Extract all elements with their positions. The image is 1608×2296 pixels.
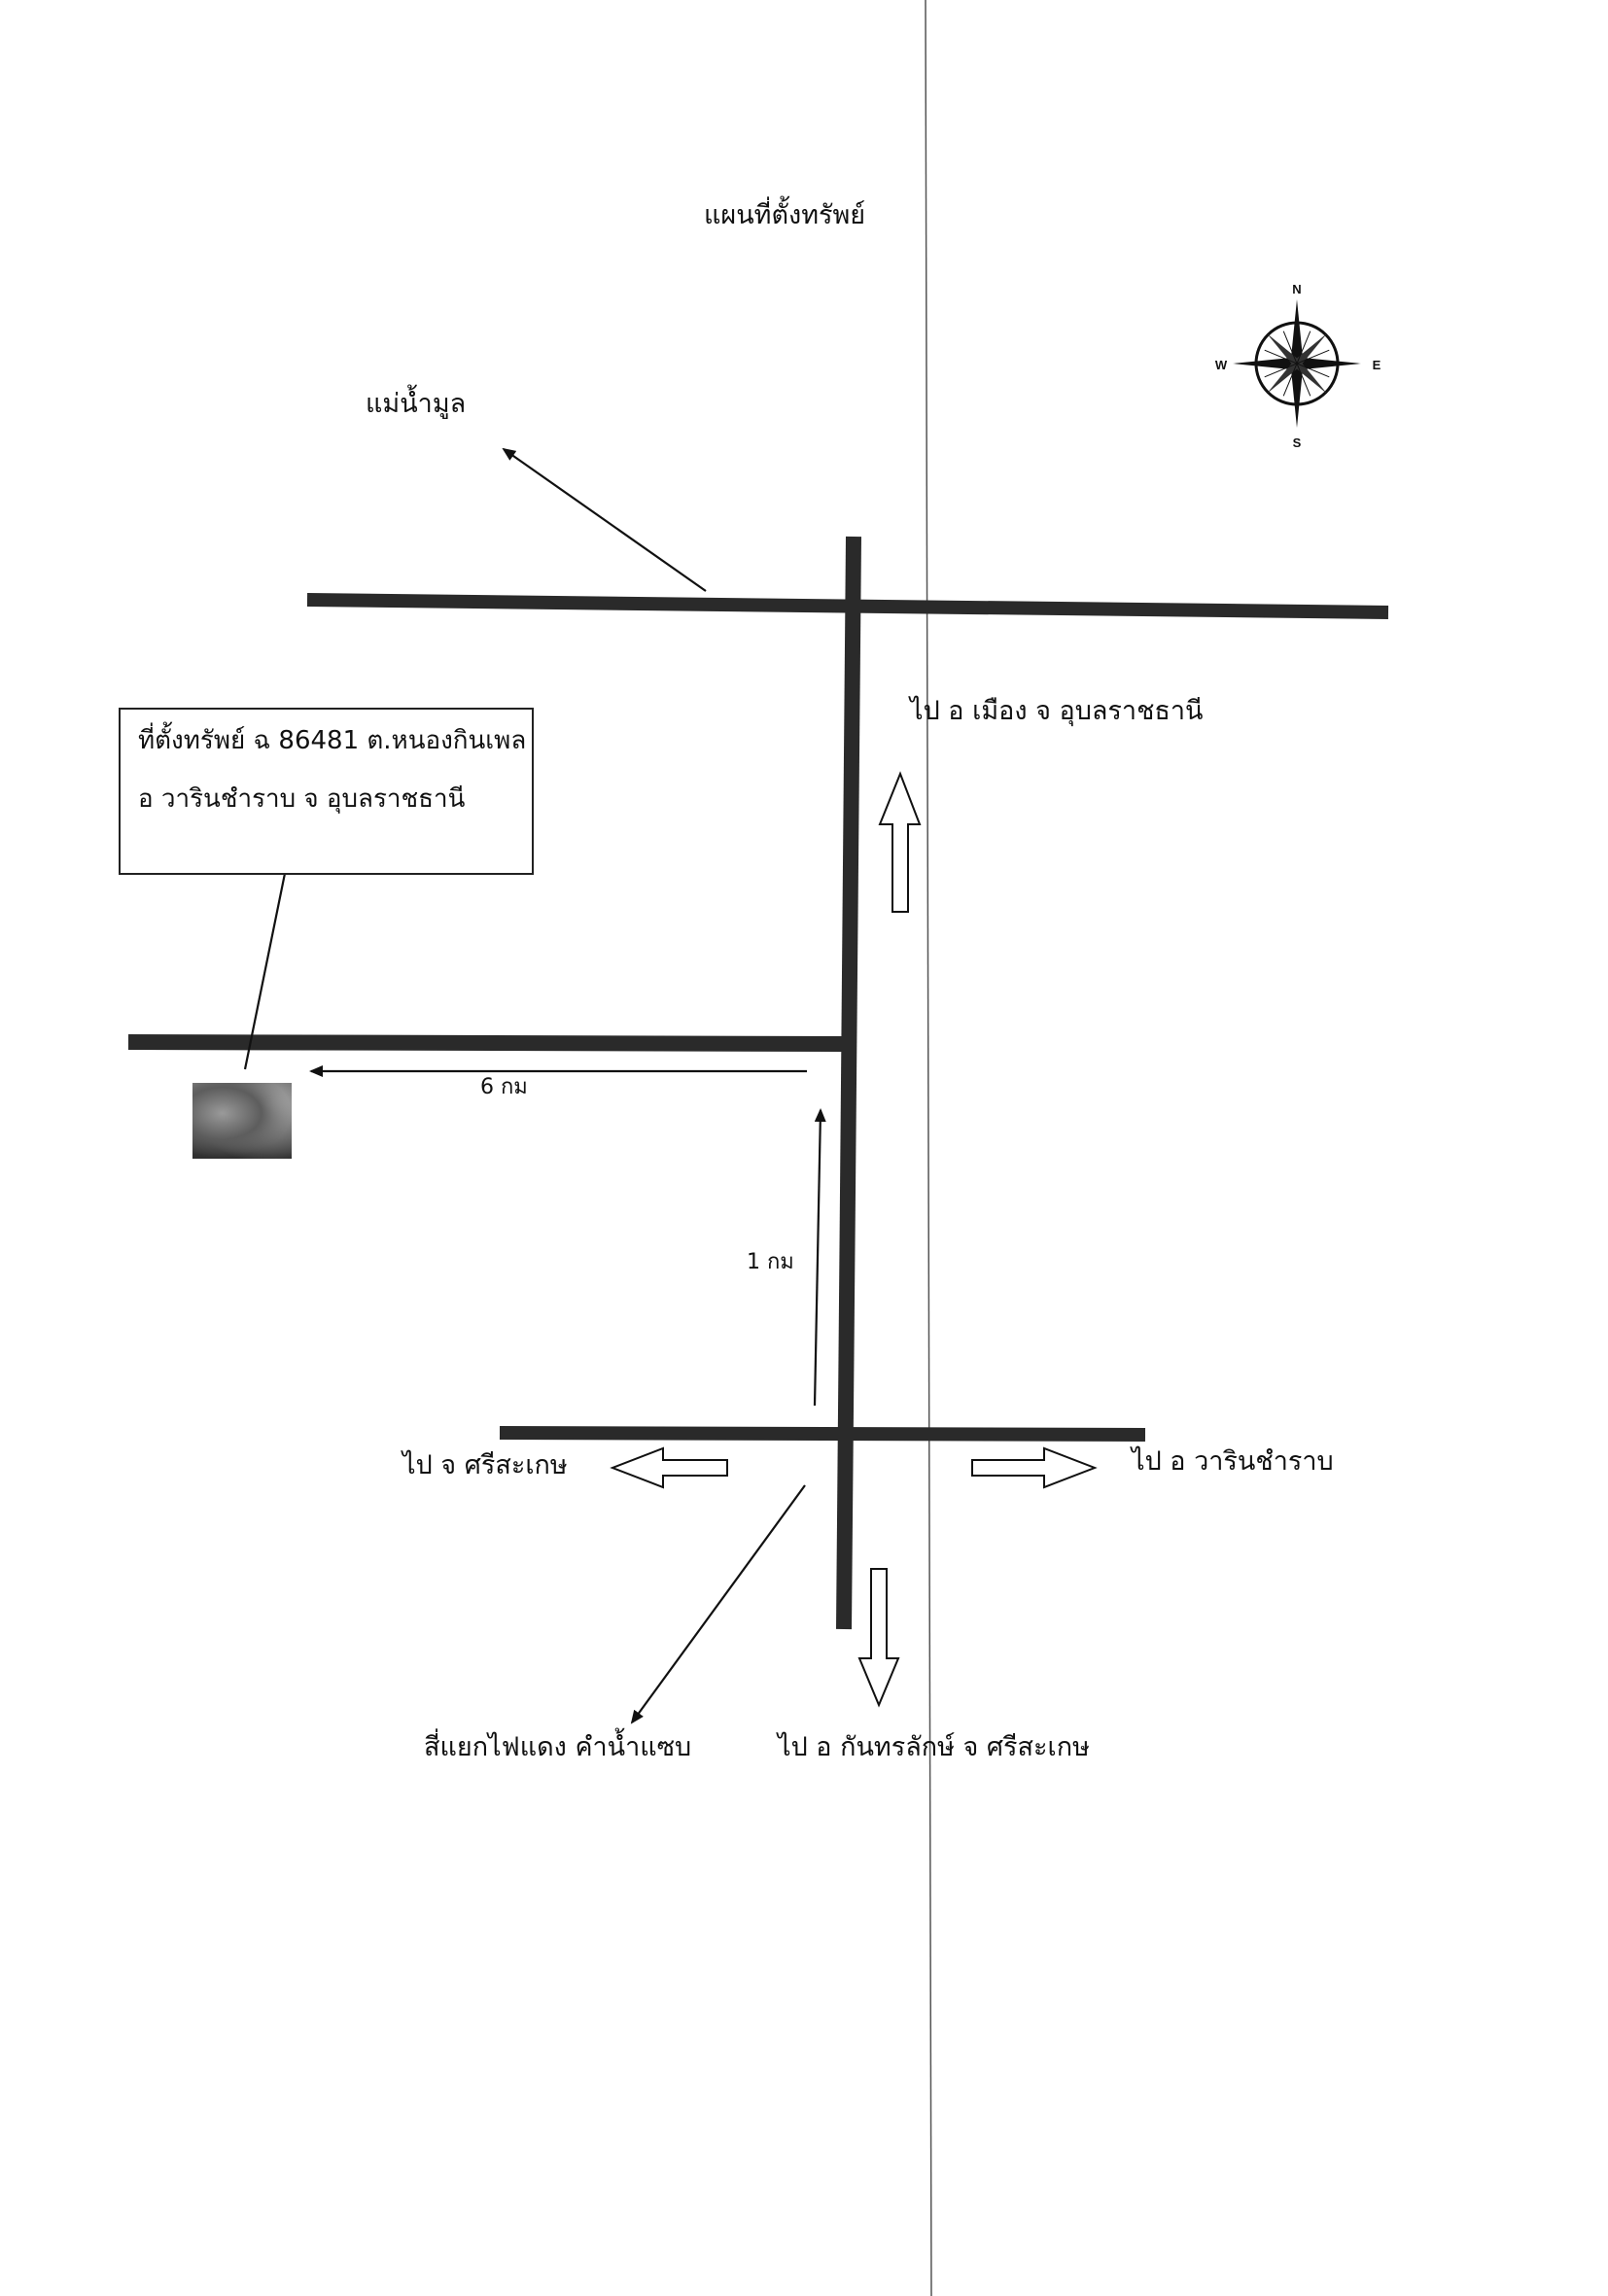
to-mueang-label: ไป อ เมือง จ อุบลราชธานี bbox=[910, 696, 1204, 726]
compass-rose: N S W E bbox=[1215, 282, 1381, 450]
distance-1km-arrow bbox=[813, 1108, 826, 1407]
to-kantharalak-label: ไป อ กันทรลักษ์ จ ศรีสะเกษ bbox=[778, 1732, 1090, 1762]
road-bottom-horizontal bbox=[499, 1426, 1146, 1442]
distance-6km-label: 6 กม bbox=[480, 1075, 528, 1099]
to-sisaket-label: ไป จ ศรีสะเกษ bbox=[402, 1450, 568, 1480]
property-box-line-1: ที่ตั้งทรัพย์ ฉ 86481 ต.หนองกินเพล bbox=[138, 726, 527, 755]
intersection-label: สี่แยกไฟแดง คำน้ำแซบ bbox=[424, 1732, 692, 1762]
compass-s: S bbox=[1293, 435, 1302, 450]
river-pointer-arrow bbox=[502, 447, 707, 592]
compass-w: W bbox=[1215, 358, 1228, 372]
block-arrow-south bbox=[857, 1568, 900, 1708]
distance-1km-label: 1 กม bbox=[747, 1250, 794, 1274]
compass-star bbox=[1233, 299, 1361, 428]
property-box-line-2: อ วารินชำราบ จ อุบลราชธานี bbox=[138, 783, 466, 814]
to-warin-label: ไป อ วารินชำราบ bbox=[1132, 1446, 1334, 1477]
block-arrow-east bbox=[971, 1446, 1098, 1489]
property-photo bbox=[192, 1083, 292, 1159]
block-arrow-north bbox=[878, 771, 922, 913]
map-title: แผนที่ตั้งทรัพย์ bbox=[704, 200, 866, 230]
scan-fold-line bbox=[925, 0, 932, 2296]
compass-n: N bbox=[1292, 282, 1301, 296]
block-arrow-west bbox=[610, 1446, 728, 1489]
intersection-pointer-arrow bbox=[630, 1484, 806, 1724]
road-middle-horizontal bbox=[127, 1034, 845, 1052]
property-pointer-arrow bbox=[243, 848, 294, 1070]
river-label: แม่น้ำมูล bbox=[366, 389, 467, 419]
property-location-box: ที่ตั้งทรัพย์ ฉ 86481 ต.หนองกินเพล อ วาร… bbox=[119, 708, 534, 875]
road-main-vertical bbox=[836, 536, 861, 1630]
compass-e: E bbox=[1373, 358, 1381, 372]
